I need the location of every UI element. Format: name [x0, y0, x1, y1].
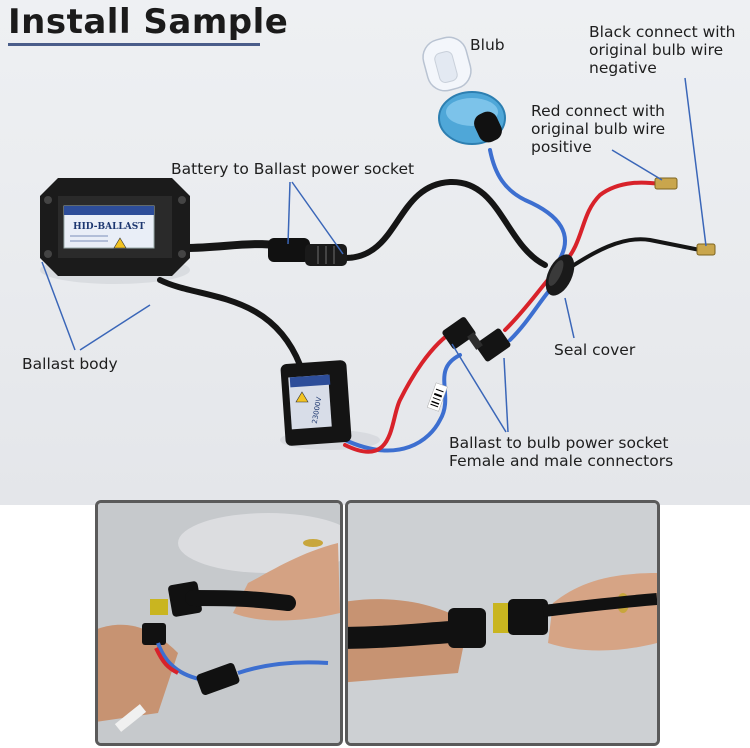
connecting-hands-photo-left [98, 503, 340, 743]
label-red-connect-line-2: original bulb wire [531, 120, 666, 138]
label-red-connect-line-1: Red connect with [531, 102, 665, 120]
page-title: Install Sample [8, 2, 289, 42]
ballast-body: HID-BALLAST [40, 178, 190, 276]
barcode-tag [426, 382, 448, 412]
label-black-connect-line-3: negative [589, 59, 657, 77]
seal-cover [545, 254, 575, 296]
wire-battery-to-ballast [181, 178, 548, 268]
label-battery-socket: Battery to Ballast power socket [171, 160, 415, 178]
label-ballast-body: Ballast body [22, 355, 118, 373]
callout-lines [41, 77, 707, 433]
igniter-module: 23000V [280, 360, 352, 446]
battery-ballast-socket [268, 238, 347, 266]
red-wire-terminal [654, 177, 678, 190]
photo-panel-right [345, 500, 660, 746]
label-blub: Blub [470, 36, 505, 54]
label-bulb-socket: Ballast to bulb power socket Female and … [449, 434, 673, 470]
connecting-hands-photo-right [348, 503, 657, 743]
photo-panel-left [95, 500, 343, 746]
label-bulb-socket-line-2: Female and male connectors [449, 452, 674, 470]
wiring-illustration: HID-BALLAST 23000V [40, 36, 716, 454]
label-red-connect-line-3: positive [531, 138, 592, 156]
label-red-connect: Red connect with original bulb wire posi… [531, 102, 665, 156]
label-black-connect: Black connect with original bulb wire ne… [589, 23, 735, 77]
label-black-connect-line-2: original bulb wire [589, 41, 724, 59]
bulb-socket-connectors [442, 317, 511, 362]
wire-igniter-to-connector [343, 328, 462, 454]
hid-bulb [422, 36, 506, 145]
wire-ballast-to-igniter [157, 277, 303, 368]
ballast-label: HID-BALLAST [73, 222, 145, 232]
label-black-connect-line-1: Black connect with [589, 23, 736, 41]
title-underline [8, 43, 260, 46]
wire-seal-to-bulb [488, 148, 702, 272]
label-seal-cover: Seal cover [554, 341, 636, 359]
label-bulb-socket-line-1: Ballast to bulb power socket [449, 434, 669, 452]
